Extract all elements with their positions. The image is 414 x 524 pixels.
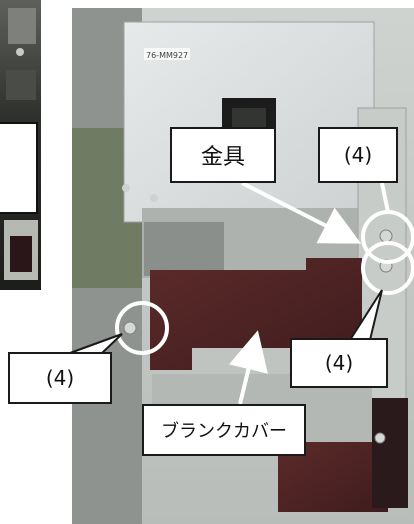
left-callout-box bbox=[0, 122, 38, 214]
top-right-pointer-line bbox=[380, 182, 390, 213]
screw-highlight-top-right bbox=[361, 210, 414, 264]
blank-cover-label: ブランクカバー bbox=[142, 404, 306, 456]
blank-cover-arrow bbox=[229, 330, 268, 405]
screw-count-label-right: (4) bbox=[290, 338, 388, 388]
fitting-label: 金具 bbox=[170, 127, 276, 183]
screw-highlight-left bbox=[115, 301, 169, 355]
screw-highlight-right bbox=[361, 241, 414, 295]
fitting-arrow bbox=[241, 181, 362, 244]
screw-count-label-top-right: (4) bbox=[318, 127, 398, 183]
screw-count-label-left: (4) bbox=[8, 352, 112, 404]
left-photo-detail bbox=[4, 8, 38, 280]
left-callout-pointer bbox=[69, 333, 123, 354]
chassis-tag-text: 76-MM927 bbox=[146, 51, 188, 60]
right-callout-pointer bbox=[348, 289, 383, 341]
